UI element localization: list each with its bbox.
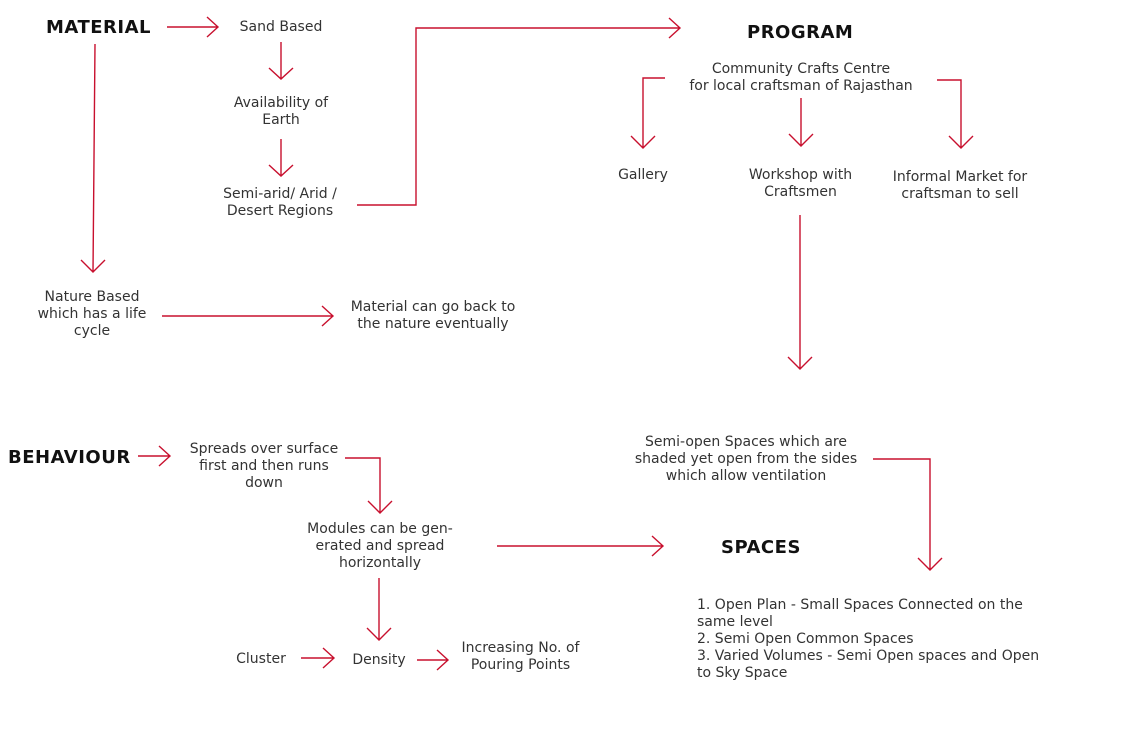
node-workshop: Workshop with Craftsmen: [748, 167, 853, 200]
arrow-density-to-pouring: [417, 649, 450, 671]
arrow-spreads-to-modules: [345, 457, 393, 514]
node-cluster: Cluster: [236, 651, 286, 667]
node-community-centre: Community Crafts Centre for local crafts…: [689, 61, 913, 94]
arrow-material-to-nature: [80, 43, 106, 273]
node-regions: Semi-arid/ Arid / Desert Regions: [223, 186, 337, 219]
node-gallery: Gallery: [618, 167, 668, 183]
heading-spaces: SPACES: [721, 537, 801, 558]
arrow-behaviour-to-spreads: [138, 445, 172, 467]
node-semi-open-spaces: Semi-open Spaces which are shaded yet op…: [634, 434, 858, 484]
node-pouring-points: Increasing No. of Pouring Points: [461, 640, 580, 673]
spaces-list: 1. Open Plan - Small Spaces Connected on…: [697, 597, 1040, 681]
arrow-regions-to-program: [357, 17, 682, 206]
arrow-centre-to-market: [937, 79, 974, 149]
heading-program: PROGRAM: [747, 22, 854, 43]
arrow-material-to-sand: [167, 16, 220, 38]
arrow-centre-to-workshop: [788, 98, 814, 147]
heading-behaviour: BEHAVIOUR: [8, 447, 131, 468]
node-nature-based: Nature Based which has a life cycle: [37, 289, 147, 339]
node-modules: Modules can be gen- erated and spread ho…: [307, 521, 453, 571]
node-density: Density: [352, 652, 406, 668]
heading-material: MATERIAL: [46, 17, 151, 38]
arrow-cluster-to-density: [301, 647, 336, 669]
node-availability: Availability of Earth: [233, 95, 329, 128]
node-sand-based: Sand Based: [239, 19, 323, 35]
arrow-semiopen-to-spaces: [873, 458, 943, 571]
node-spreads: Spreads over surface first and then runs…: [189, 441, 339, 491]
arrow-sand-to-availability: [268, 42, 294, 80]
node-back-to-nature: Material can go back to the nature event…: [350, 299, 516, 332]
arrow-modules-to-density: [366, 578, 392, 641]
arrow-availability-to-regions: [268, 139, 294, 177]
arrow-modules-to-spaces: [497, 535, 665, 557]
arrow-workshop-to-semiopen: [787, 215, 813, 370]
node-informal-market: Informal Market for craftsman to sell: [892, 169, 1028, 202]
arrow-centre-to-gallery: [630, 77, 665, 149]
arrow-nature-to-back: [162, 305, 335, 327]
